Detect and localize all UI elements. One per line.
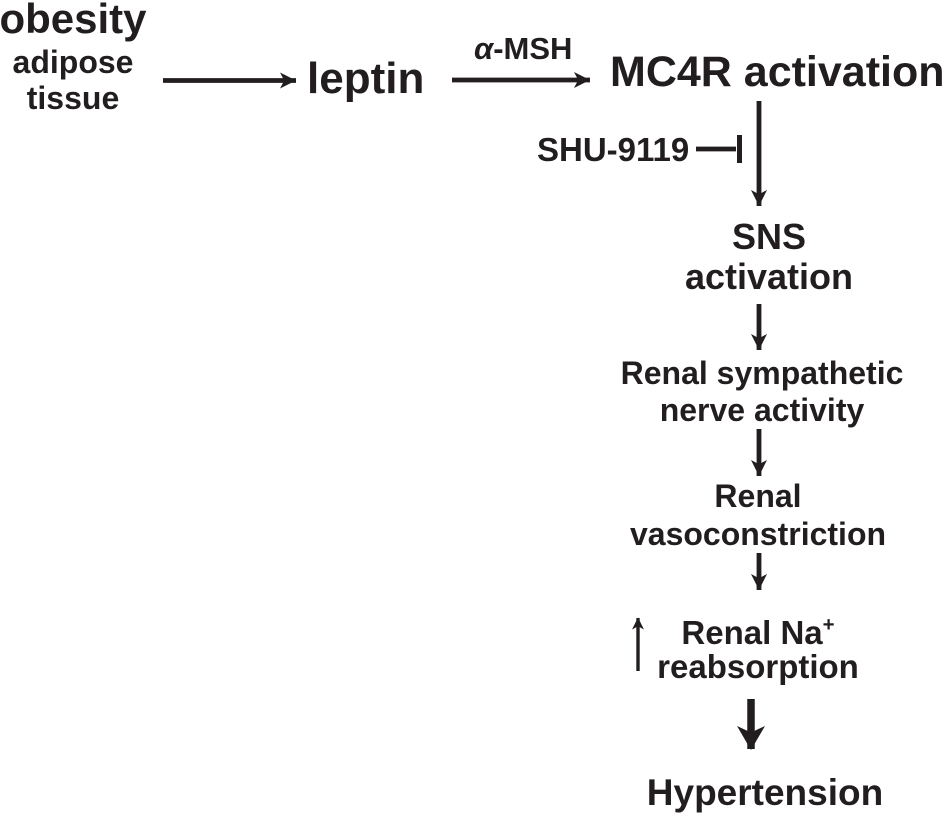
node-obesity: obesity adipose tissue <box>0 0 149 116</box>
node-hypertension: Hypertension <box>646 772 884 813</box>
node-sns-line2: activation <box>684 256 854 297</box>
node-na-line1-text: Renal Na <box>681 614 823 651</box>
msh-suffix: -MSH <box>493 31 573 66</box>
node-shu-9119: SHU-9119 <box>537 131 690 168</box>
alpha-glyph: α <box>474 31 494 66</box>
node-mc4r-activation: MC4R activation <box>610 48 945 96</box>
node-renal-sympathetic-nerve-activity: Renal sympathetic nerve activity <box>621 355 904 429</box>
node-adipose-tissue-line1: adipose <box>12 44 134 80</box>
edge-label-alpha-msh: α-MSH <box>474 32 572 66</box>
node-renal-na-reabsorption: Renal Na+ reabsorption <box>657 609 859 684</box>
node-renal-vasoconstriction: Renal vasoconstriction <box>630 477 886 553</box>
node-leptin: leptin <box>307 54 425 103</box>
node-sns-line1: SNS <box>731 216 807 257</box>
node-na-line2: reabsorption <box>657 648 859 685</box>
node-vaso-line1: Renal <box>714 478 802 514</box>
node-sns-activation: SNS activation <box>685 217 853 297</box>
node-vaso-line2: vasoconstriction <box>629 516 887 552</box>
node-adipose-tissue-line2: tissue <box>26 80 120 116</box>
node-rsna-line2: nerve activity <box>659 392 865 428</box>
na-plus-superscript: + <box>822 612 835 636</box>
node-obesity-label: obesity <box>0 0 147 42</box>
node-rsna-line1: Renal sympathetic <box>620 355 904 391</box>
node-na-line1: Renal Na+ <box>657 609 859 650</box>
